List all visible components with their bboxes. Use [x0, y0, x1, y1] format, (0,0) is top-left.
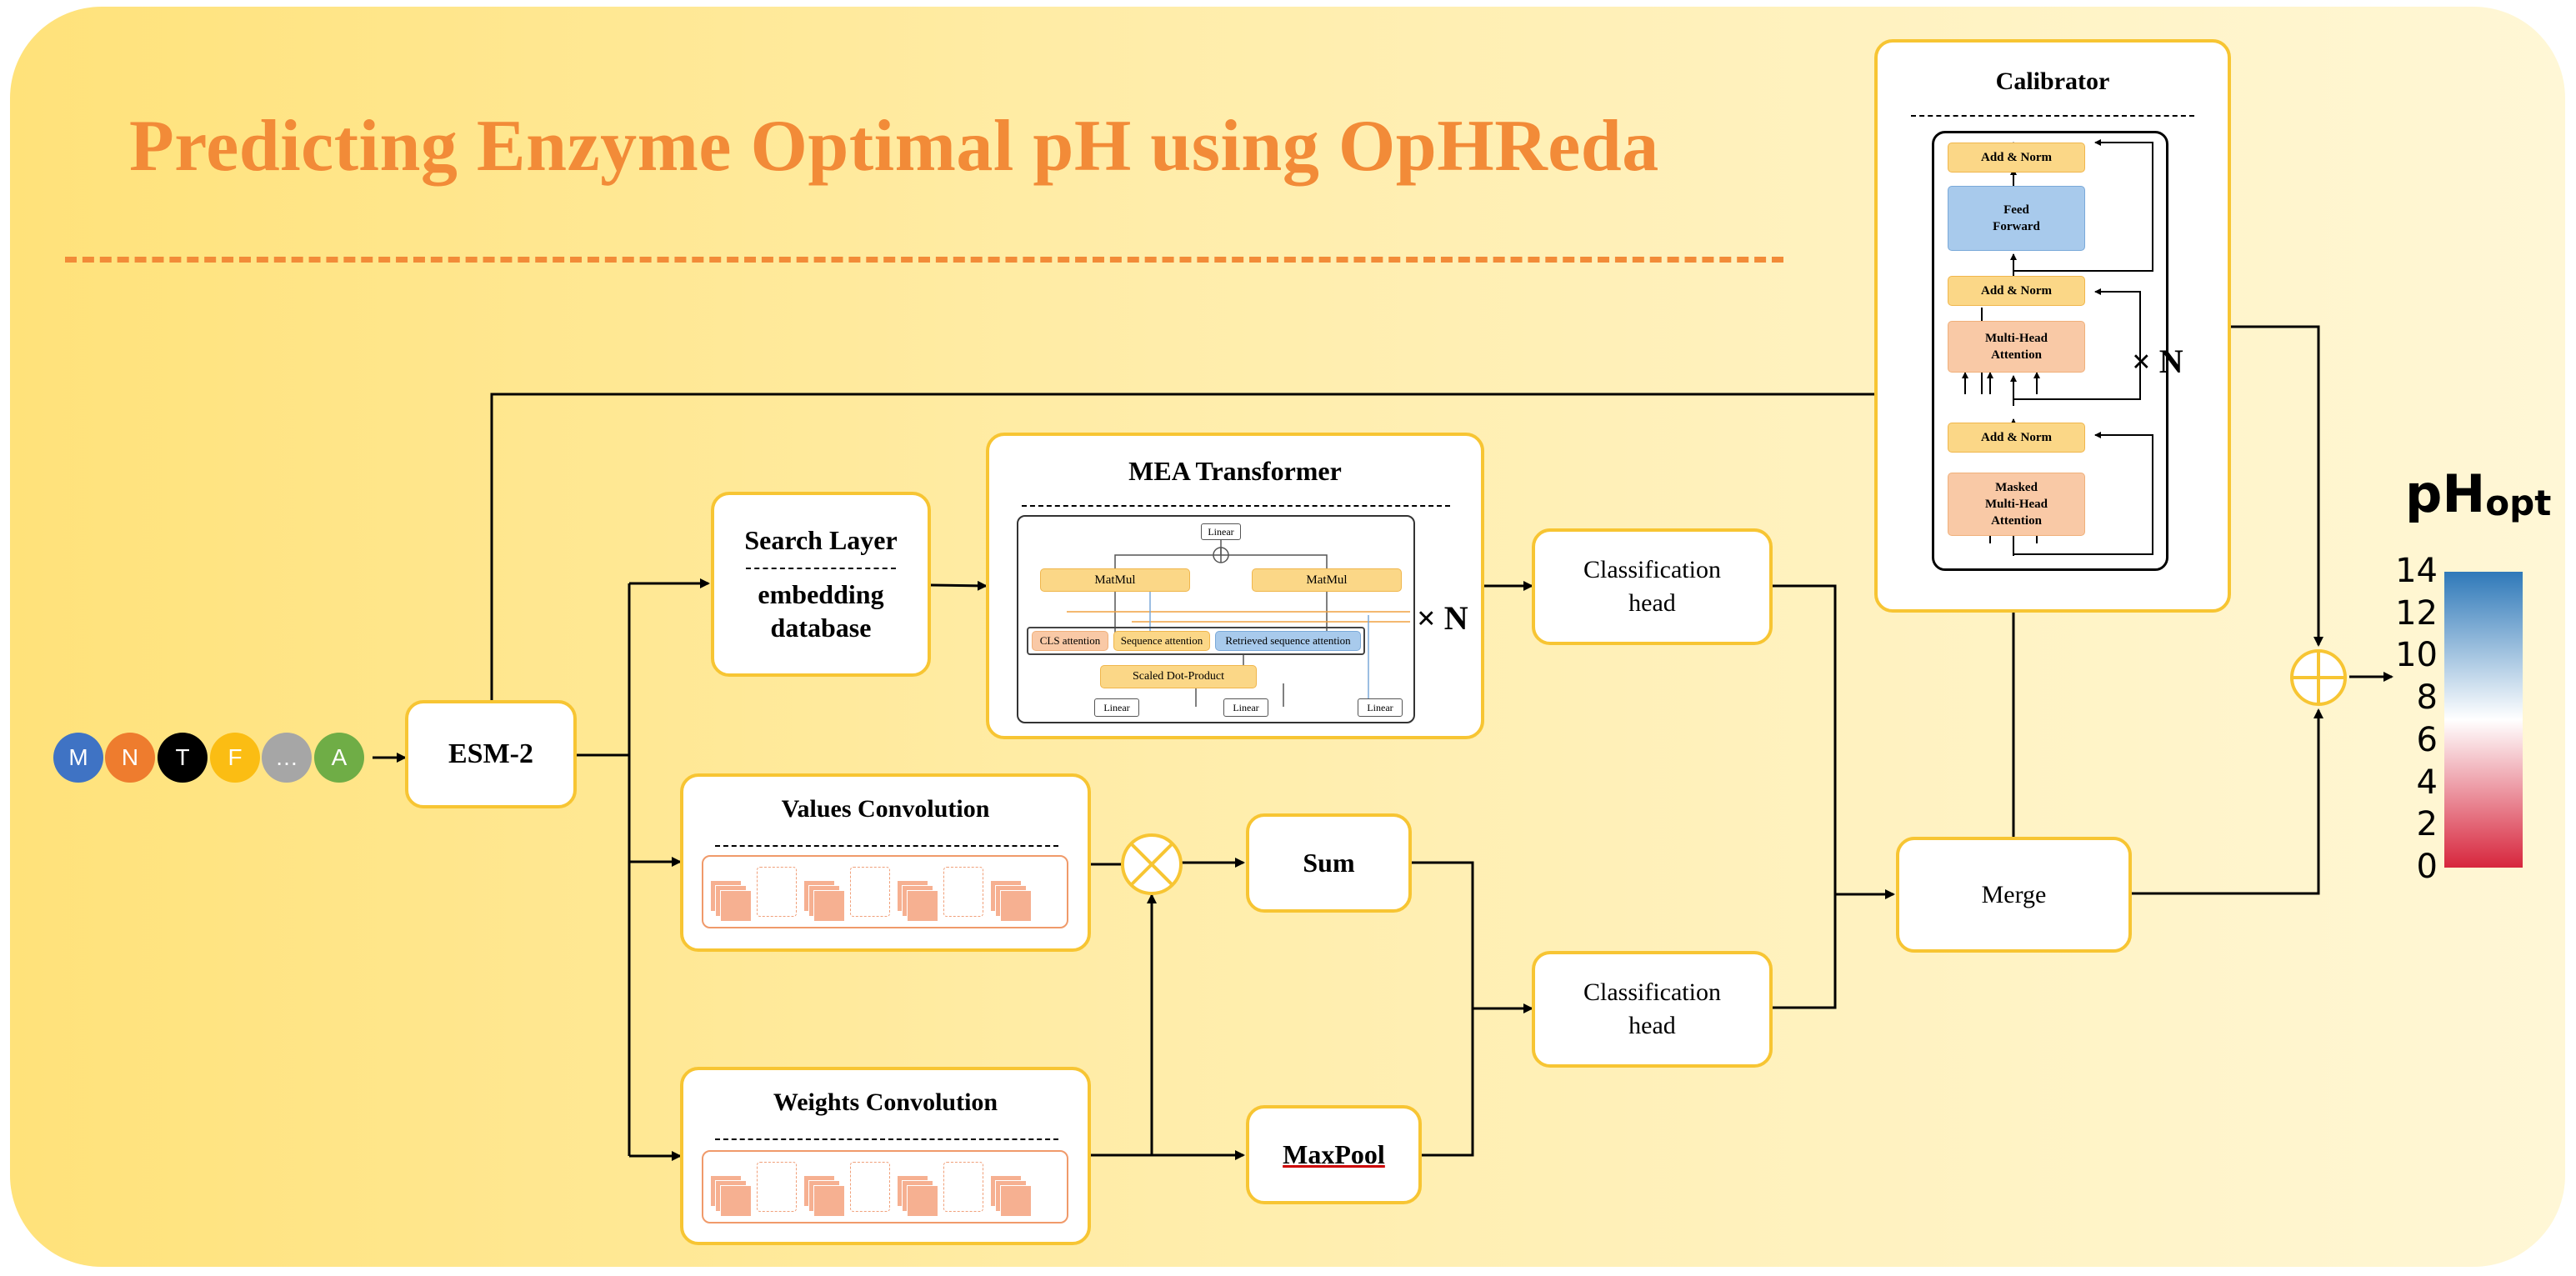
conv-kernel [850, 1162, 890, 1212]
head1-line1: Classification [1583, 556, 1721, 583]
maxpool-box: MaxPool [1246, 1105, 1422, 1204]
arrow-search-to-mea [930, 580, 988, 591]
mea-cls-attention: CLS attention [1032, 631, 1108, 651]
calibrator-add-norm-3: Add & Norm [1948, 423, 2085, 453]
head2-line2: head [1628, 1012, 1676, 1039]
ff-line2: Forward [1993, 220, 2040, 233]
conv-kernel [757, 1162, 797, 1212]
ff-line1: Feed [2003, 203, 2029, 217]
mea-sequence-attention: Sequence attention [1113, 631, 1210, 651]
values-conv-panel [702, 855, 1068, 928]
mea-retrieved-attention: Retrieved sequence attention [1215, 631, 1361, 651]
mea-linear-2: Linear [1223, 698, 1268, 717]
sum-box: Sum [1246, 813, 1412, 913]
colorbar-tick: 2 [2416, 805, 2438, 844]
weights-conv-divider [715, 1138, 1058, 1140]
head2-line1: Classification [1583, 978, 1721, 1006]
esm2-label: ESM-2 [448, 738, 533, 769]
ph-colorbar [2444, 572, 2523, 868]
arrow-calibrator-to-plus [2231, 325, 2323, 647]
ph-opt-label: pHopt [2405, 463, 2551, 524]
mea-linear-3: Linear [1358, 698, 1403, 717]
token-3: F [210, 733, 260, 783]
mha-line1: Multi-Head [1985, 332, 2048, 345]
search-layer-box: Search Layer embedding database [711, 492, 931, 677]
sum-label: Sum [1303, 848, 1355, 878]
token-1: N [105, 733, 155, 783]
colorbar-tick: 14 [2395, 552, 2438, 590]
colorbar-tick: 12 [2395, 593, 2438, 633]
weights-conv-panel [702, 1150, 1068, 1223]
multiply-node [1121, 833, 1183, 895]
conv-kernel [943, 1162, 983, 1212]
conv-feature-map [813, 890, 845, 922]
conv-kernel [850, 867, 890, 917]
calibrator-title: Calibrator [1995, 68, 2110, 95]
calibrator-add-norm-1: Add & Norm [1948, 143, 2085, 173]
page-title: Predicting Enzyme Optimal pH using OpHRe… [129, 106, 1659, 187]
conv-feature-map [907, 890, 938, 922]
merge-box: Merge [1896, 837, 2132, 953]
colorbar-tick: 4 [2416, 763, 2438, 802]
token-0: M [53, 733, 103, 783]
colorbar-tick: 10 [2395, 636, 2438, 675]
colorbar-tick: 6 [2416, 720, 2438, 759]
colorbar-tick: 0 [2416, 848, 2438, 886]
values-conv-divider [715, 845, 1058, 847]
conv-feature-map [907, 1185, 938, 1217]
line-esm-to-calibrator [490, 393, 1938, 704]
colorbar-tick: 8 [2416, 678, 2438, 718]
classification-head-2: Classification head [1532, 951, 1773, 1068]
mmha-line2: Multi-Head [1985, 498, 2048, 511]
mmha-line1: Masked [1995, 481, 2038, 494]
mea-title: MEA Transformer [1128, 456, 1342, 486]
search-layer-line1: embedding [758, 578, 884, 609]
calibrator-layer-stack [1932, 131, 2168, 571]
ph-label-sub: opt [2485, 483, 2552, 524]
calibrator-feed-forward: Feed Forward [1948, 186, 2085, 251]
token-4: … [262, 733, 312, 783]
mea-times-n: × N [1417, 599, 1468, 637]
calibrator-times-n: × N [2132, 343, 2183, 380]
title-divider [65, 257, 1783, 263]
calibrator-masked-multi-head-attention: Masked Multi-Head Attention [1948, 473, 2085, 536]
token-5: A [314, 733, 364, 783]
conv-feature-map [813, 1185, 845, 1217]
mea-matmul-right: MatMul [1252, 568, 1402, 592]
classification-head-1: Classification head [1532, 528, 1773, 645]
head1-line2: head [1628, 589, 1676, 617]
ph-label-main: pH [2405, 463, 2486, 524]
search-layer-title: Search Layer [744, 524, 898, 555]
values-convolution-box: Values Convolution [680, 773, 1091, 952]
mea-linear-1: Linear [1094, 698, 1139, 717]
mea-linear-top: Linear [1201, 523, 1241, 540]
conv-kernel [943, 867, 983, 917]
conv-feature-map [720, 1185, 752, 1217]
conv-feature-map [720, 890, 752, 922]
plus-node [2290, 649, 2347, 706]
mea-inner-lines [1067, 538, 1410, 707]
conv-feature-map [1000, 890, 1032, 922]
weights-conv-title: Weights Convolution [773, 1088, 998, 1116]
mea-matmul-left: MatMul [1040, 568, 1190, 592]
search-layer-divider [746, 567, 896, 569]
maxpool-label: MaxPool [1283, 1139, 1385, 1169]
mea-attention-group [1027, 627, 1365, 655]
search-layer-line2: database [770, 612, 872, 643]
calibrator-divider [1911, 115, 2194, 117]
mea-divider [1022, 505, 1450, 507]
calibrator-multi-head-attention: Multi-Head Attention [1948, 321, 2085, 373]
conv-kernel [757, 867, 797, 917]
mea-scaled-dot-product: Scaled Dot-Product [1100, 665, 1257, 688]
esm2-box: ESM-2 [405, 700, 577, 808]
mmha-line3: Attention [1991, 514, 2042, 528]
calibrator-add-norm-2: Add & Norm [1948, 276, 2085, 306]
token-2: T [158, 733, 208, 783]
conv-feature-map [1000, 1185, 1032, 1217]
values-conv-title: Values Convolution [781, 795, 990, 823]
merge-label: Merge [1981, 880, 2047, 908]
mha-line2: Attention [1991, 348, 2042, 362]
